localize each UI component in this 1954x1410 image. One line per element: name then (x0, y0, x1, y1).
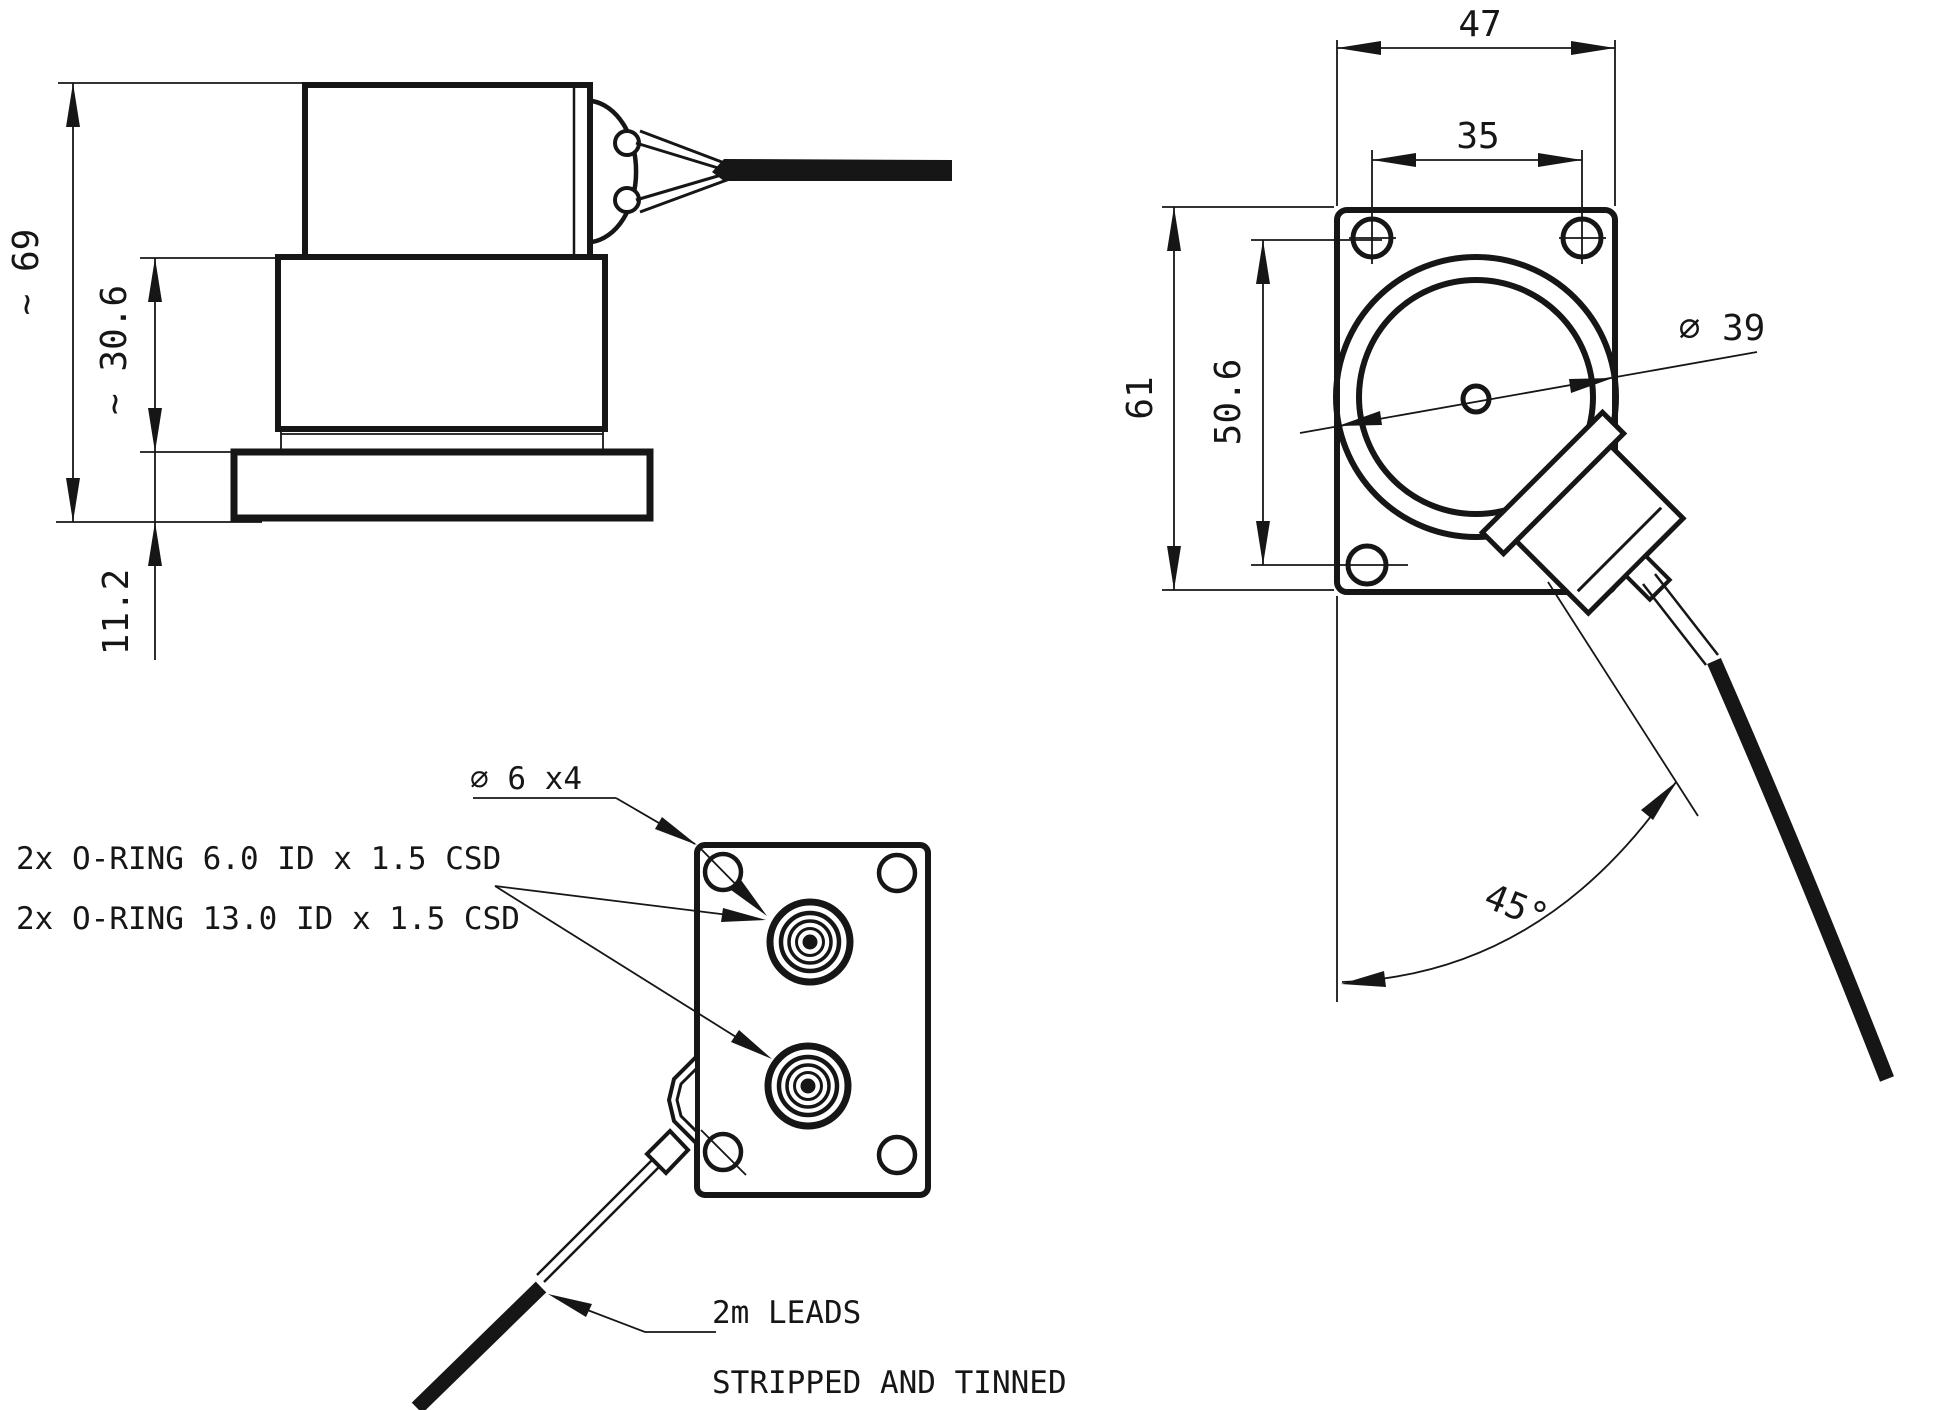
arrowhead (148, 522, 162, 566)
base-plate-outline (230, 448, 654, 522)
cable-edge (536, 1158, 654, 1276)
connector-step-line (1576, 506, 1663, 593)
port-ring (766, 898, 854, 986)
dim-text-47: 47 (1458, 4, 1501, 45)
port-lower (764, 1042, 852, 1130)
circle-dia39 (1356, 277, 1596, 517)
arrowhead (1256, 521, 1270, 565)
arrowhead (655, 817, 697, 845)
wire-bottom-inner (635, 171, 729, 202)
port-upper (766, 898, 854, 986)
arrowhead (1337, 41, 1381, 55)
cable-edge (1642, 583, 1707, 666)
cable-edge (1654, 573, 1719, 656)
port-ring (778, 910, 842, 974)
valve-body-outline (275, 254, 608, 432)
corner-hole-top-right (876, 852, 918, 894)
arrowhead (731, 1030, 772, 1059)
dim-text-base-height: 11.2 (96, 569, 137, 656)
bottom-view-cable (411, 1281, 547, 1410)
arrowhead (721, 908, 766, 922)
connector-inner-profile (675, 1066, 699, 1134)
coil-outline (302, 82, 593, 260)
wire-exit-top (613, 129, 641, 157)
port-ring (785, 1063, 831, 1109)
arrowhead (548, 1294, 592, 1317)
arrowhead (66, 478, 80, 522)
arrowhead (1538, 153, 1582, 167)
port-center (800, 1078, 816, 1094)
connector-profile (666, 1051, 699, 1149)
connector-sleeve (1623, 553, 1673, 603)
dim-text-dia39: ⌀ 39 (1679, 308, 1766, 349)
outer-circle (1333, 254, 1619, 540)
cable-sleeve (644, 1128, 691, 1176)
center-hole (1460, 383, 1492, 415)
note-oring-large: 2x O-RING 13.0 ID x 1.5 CSD (16, 901, 520, 937)
side-view: ~ 69 ~ 30.6 11.2 (6, 82, 952, 660)
dome-outline (591, 98, 639, 245)
dim-text-overall-height: ~ 69 (6, 229, 47, 316)
top-view: ⌀ 39 47 35 61 50.6 (1120, 4, 1894, 1082)
dim-text-upper-height: ~ 30.6 (94, 285, 135, 415)
corner-hole-bottom-right (876, 1134, 918, 1176)
leader-line (494, 885, 746, 918)
bottom-plate-outline (694, 842, 931, 1198)
port-ring (795, 927, 825, 957)
cable-edge (543, 1165, 661, 1283)
arrowhead (1372, 153, 1416, 167)
arrowhead (1338, 411, 1382, 426)
connector-45deg (1478, 408, 1687, 617)
note-leads-2: STRIPPED AND TINNED (712, 1365, 1067, 1401)
port-ring (764, 1042, 852, 1130)
wire-top-outer (639, 129, 736, 169)
arrowhead (1571, 41, 1615, 55)
arrowhead (1167, 207, 1181, 251)
port-ring (787, 919, 833, 965)
side-view-dimensions: ~ 69 ~ 30.6 11.2 (6, 82, 305, 660)
note-corner-holes: ⌀ 6 x4 (470, 761, 582, 797)
arrowhead (1641, 782, 1676, 820)
leader-line (494, 885, 753, 1048)
wire-bottom-outer (639, 175, 736, 214)
dim-text-50-6: 50.6 (1208, 359, 1249, 446)
arrowhead (148, 258, 162, 302)
bottom-view: ⌀ 6 x4 2x O-RING 6.0 ID x 1.5 CSD 2x O-R… (16, 761, 1067, 1410)
wire-top-inner (635, 141, 729, 173)
arrowhead (1569, 378, 1613, 393)
port-ring (793, 1071, 823, 1101)
wire-exit-bottom (613, 186, 641, 214)
arrowhead (1256, 240, 1270, 284)
angle-arc (1341, 781, 1677, 983)
arrowhead (66, 83, 80, 127)
dim-text-35: 35 (1456, 116, 1499, 157)
side-cable (712, 159, 952, 181)
arrowhead (731, 880, 767, 916)
ext-line-cable-dir (1547, 581, 1699, 817)
note-leads-1: 2m LEADS (712, 1295, 861, 1331)
dim-text-45deg: 45° (1478, 876, 1554, 938)
note-oring-small: 2x O-RING 6.0 ID x 1.5 CSD (16, 841, 501, 877)
hole-slash-line (700, 1129, 747, 1176)
dim-text-61: 61 (1120, 376, 1161, 419)
top-view-cable (1707, 657, 1894, 1082)
port-ring (776, 1054, 840, 1118)
arrowhead (148, 408, 162, 452)
arrowhead (1167, 546, 1181, 590)
arrowhead (1341, 971, 1386, 987)
port-center (802, 934, 818, 950)
